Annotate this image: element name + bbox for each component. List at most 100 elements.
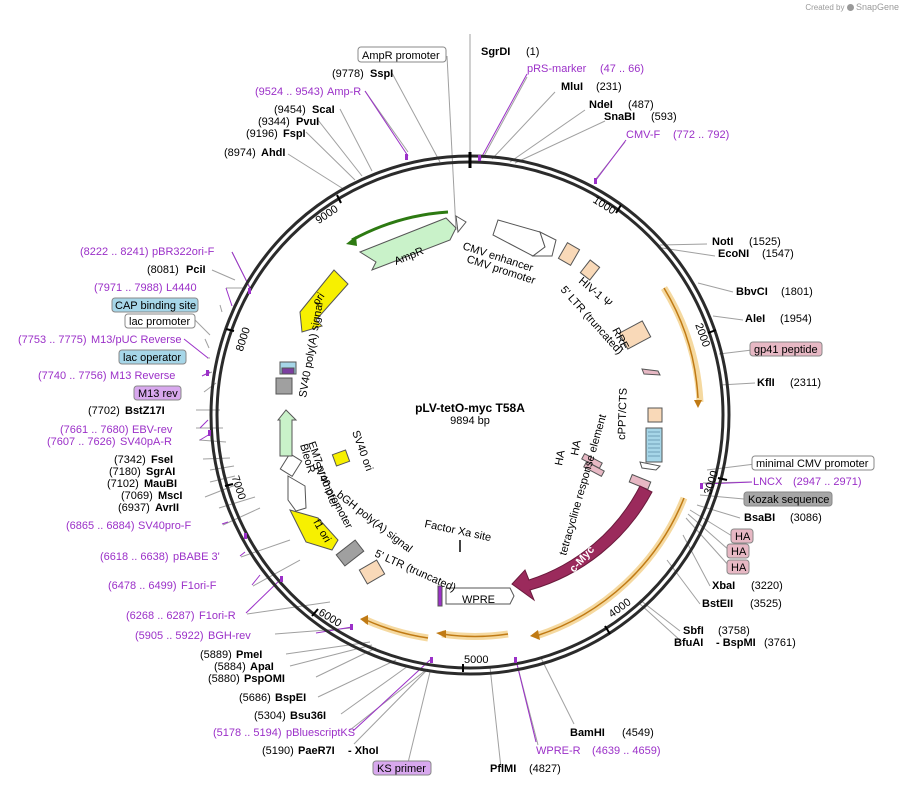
orf-lower <box>535 497 685 637</box>
cppt-box <box>647 407 663 423</box>
wpre-start <box>437 585 443 607</box>
enzyme-name: KflI <box>757 377 775 389</box>
enzyme-pos: (9778) <box>332 68 364 80</box>
credit-brand: SnapGene <box>855 2 899 12</box>
factor-xa-label: Factor Xa site <box>423 518 492 544</box>
enzyme-name: NotI <box>712 236 733 248</box>
enzyme-name: AvrII <box>155 502 179 514</box>
enzyme-name: PspOMI <box>244 673 285 685</box>
enzyme-name: NdeI <box>589 99 613 111</box>
enzyme-name: BspEI <box>275 692 306 704</box>
features <box>275 215 663 607</box>
gp41-box-label: gp41 peptide <box>754 344 818 356</box>
primer-name: pBR322ori-F <box>152 246 215 258</box>
primer-pos: (7740 .. 7756) <box>38 370 107 382</box>
sv40-ori-box <box>331 449 351 467</box>
primer-pos: (2947 .. 2971) <box>793 476 862 488</box>
cap-box-label: CAP binding site <box>115 300 196 312</box>
ha-label-a: HA <box>553 449 568 467</box>
tick-label: 1000 <box>590 194 617 217</box>
enzyme-pos: (5304) <box>254 710 286 722</box>
primer-name: M13 Reverse <box>110 370 175 382</box>
primer-pos: (6618 .. 6638) <box>100 551 169 563</box>
enzyme-pos: (1801) <box>781 286 813 298</box>
enzyme-name: BamHI <box>570 727 605 739</box>
enzyme-name: PvuI <box>296 116 319 128</box>
primer-name: F1ori-F <box>181 580 217 592</box>
primer-pos: (6268 .. 6287) <box>126 610 195 622</box>
cmv-enhancer-arrow <box>492 219 546 257</box>
enzyme-name: SgrDI <box>481 46 510 58</box>
ori-label: ori <box>311 291 328 308</box>
primer-leaders <box>183 73 753 743</box>
ha-box-label-1: HA <box>735 531 751 543</box>
enzyme-name: Bsu36I <box>290 710 326 722</box>
enzyme-name: MscI <box>158 490 182 502</box>
lac-promoter-box-label: lac promoter <box>129 316 190 328</box>
primer-name: Amp-R <box>327 86 361 98</box>
sv40-polya-box <box>275 377 293 395</box>
enzyme-pos: (5889) <box>200 649 232 661</box>
tre-hatch <box>648 431 660 457</box>
orf-lower-head <box>530 630 540 640</box>
enzyme-pos: (1547) <box>762 248 794 260</box>
enzyme-name: PciI <box>186 264 206 276</box>
enzyme-pos: (7180) <box>109 466 141 478</box>
ampr-arrow <box>358 217 457 271</box>
plasmid-name: pLV-tetO-myc T58A <box>415 401 525 415</box>
primer-name: SV40pro-F <box>138 520 191 532</box>
credit-prefix: Created by <box>805 3 845 12</box>
enzyme-name: - XhoI <box>348 745 379 757</box>
snapgene-logo-icon <box>846 4 854 12</box>
orf-right <box>663 287 699 399</box>
enzyme-name: SspI <box>370 68 393 80</box>
primer-pos: (4639 .. 4659) <box>592 745 661 757</box>
kozak-ha-shape <box>628 473 652 491</box>
enzyme-name: ScaI <box>312 104 335 116</box>
primer-name: CMV-F <box>626 129 661 141</box>
gp41-shape <box>641 368 661 376</box>
enzyme-pos: (3758) <box>718 625 750 637</box>
primer-name: M13/pUC Reverse <box>91 334 181 346</box>
enzyme-name: BsaBI <box>744 512 775 524</box>
em7-box <box>279 452 303 478</box>
enzyme-name: FspI <box>283 128 306 140</box>
primer-pos: (6865 .. 6884) <box>66 520 135 532</box>
kozak-box-label: Kozak sequence <box>748 494 829 506</box>
cmv-promoter-arrow <box>531 231 557 257</box>
tre-label: tetracycline response element <box>557 413 609 557</box>
primer-pos: (8222 .. 8241) <box>80 246 149 258</box>
ori-arrow <box>299 269 349 333</box>
primer-name: WPRE-R <box>536 745 581 757</box>
enzyme-name: BstZ17I <box>125 405 165 417</box>
enzyme-name: SnaBI <box>604 111 635 123</box>
enzyme-name: PmeI <box>236 649 262 661</box>
enzyme-name: PflMI <box>490 763 516 775</box>
enzyme-pos: (8974) <box>224 147 256 159</box>
enzyme-pos: (3525) <box>750 598 782 610</box>
ha-box-label-3: HA <box>731 562 747 574</box>
ltr5b-label: 5' LTR (truncated) <box>373 548 458 595</box>
primer-name: F1ori-R <box>199 610 236 622</box>
enzyme-name: BbvCI <box>736 286 768 298</box>
wpre-shape <box>445 587 515 605</box>
tick-label: 2000 <box>692 322 712 349</box>
enzyme-pos: (9344) <box>258 116 290 128</box>
ltr5-box <box>557 242 581 266</box>
ampr-promoter-box-label: AmpR promoter <box>362 50 440 62</box>
enzyme-pos: (7102) <box>107 478 139 490</box>
orf-ampr <box>351 210 449 242</box>
enzyme-name: PaeR7I <box>298 745 335 757</box>
enzyme-name: FseI <box>151 454 173 466</box>
primer-name: pBluescriptKS <box>286 727 355 739</box>
scale-ticks <box>224 194 728 672</box>
enzyme-pos: (9196) <box>246 128 278 140</box>
primer-markers <box>206 154 703 663</box>
bgh-box <box>335 539 365 567</box>
wpre-box-label: WPRE <box>462 594 495 606</box>
rre-box <box>618 320 652 350</box>
enzyme-name: MauBI <box>144 478 177 490</box>
orf-ampr-head <box>346 236 357 246</box>
enzyme-pos: (7069) <box>121 490 153 502</box>
